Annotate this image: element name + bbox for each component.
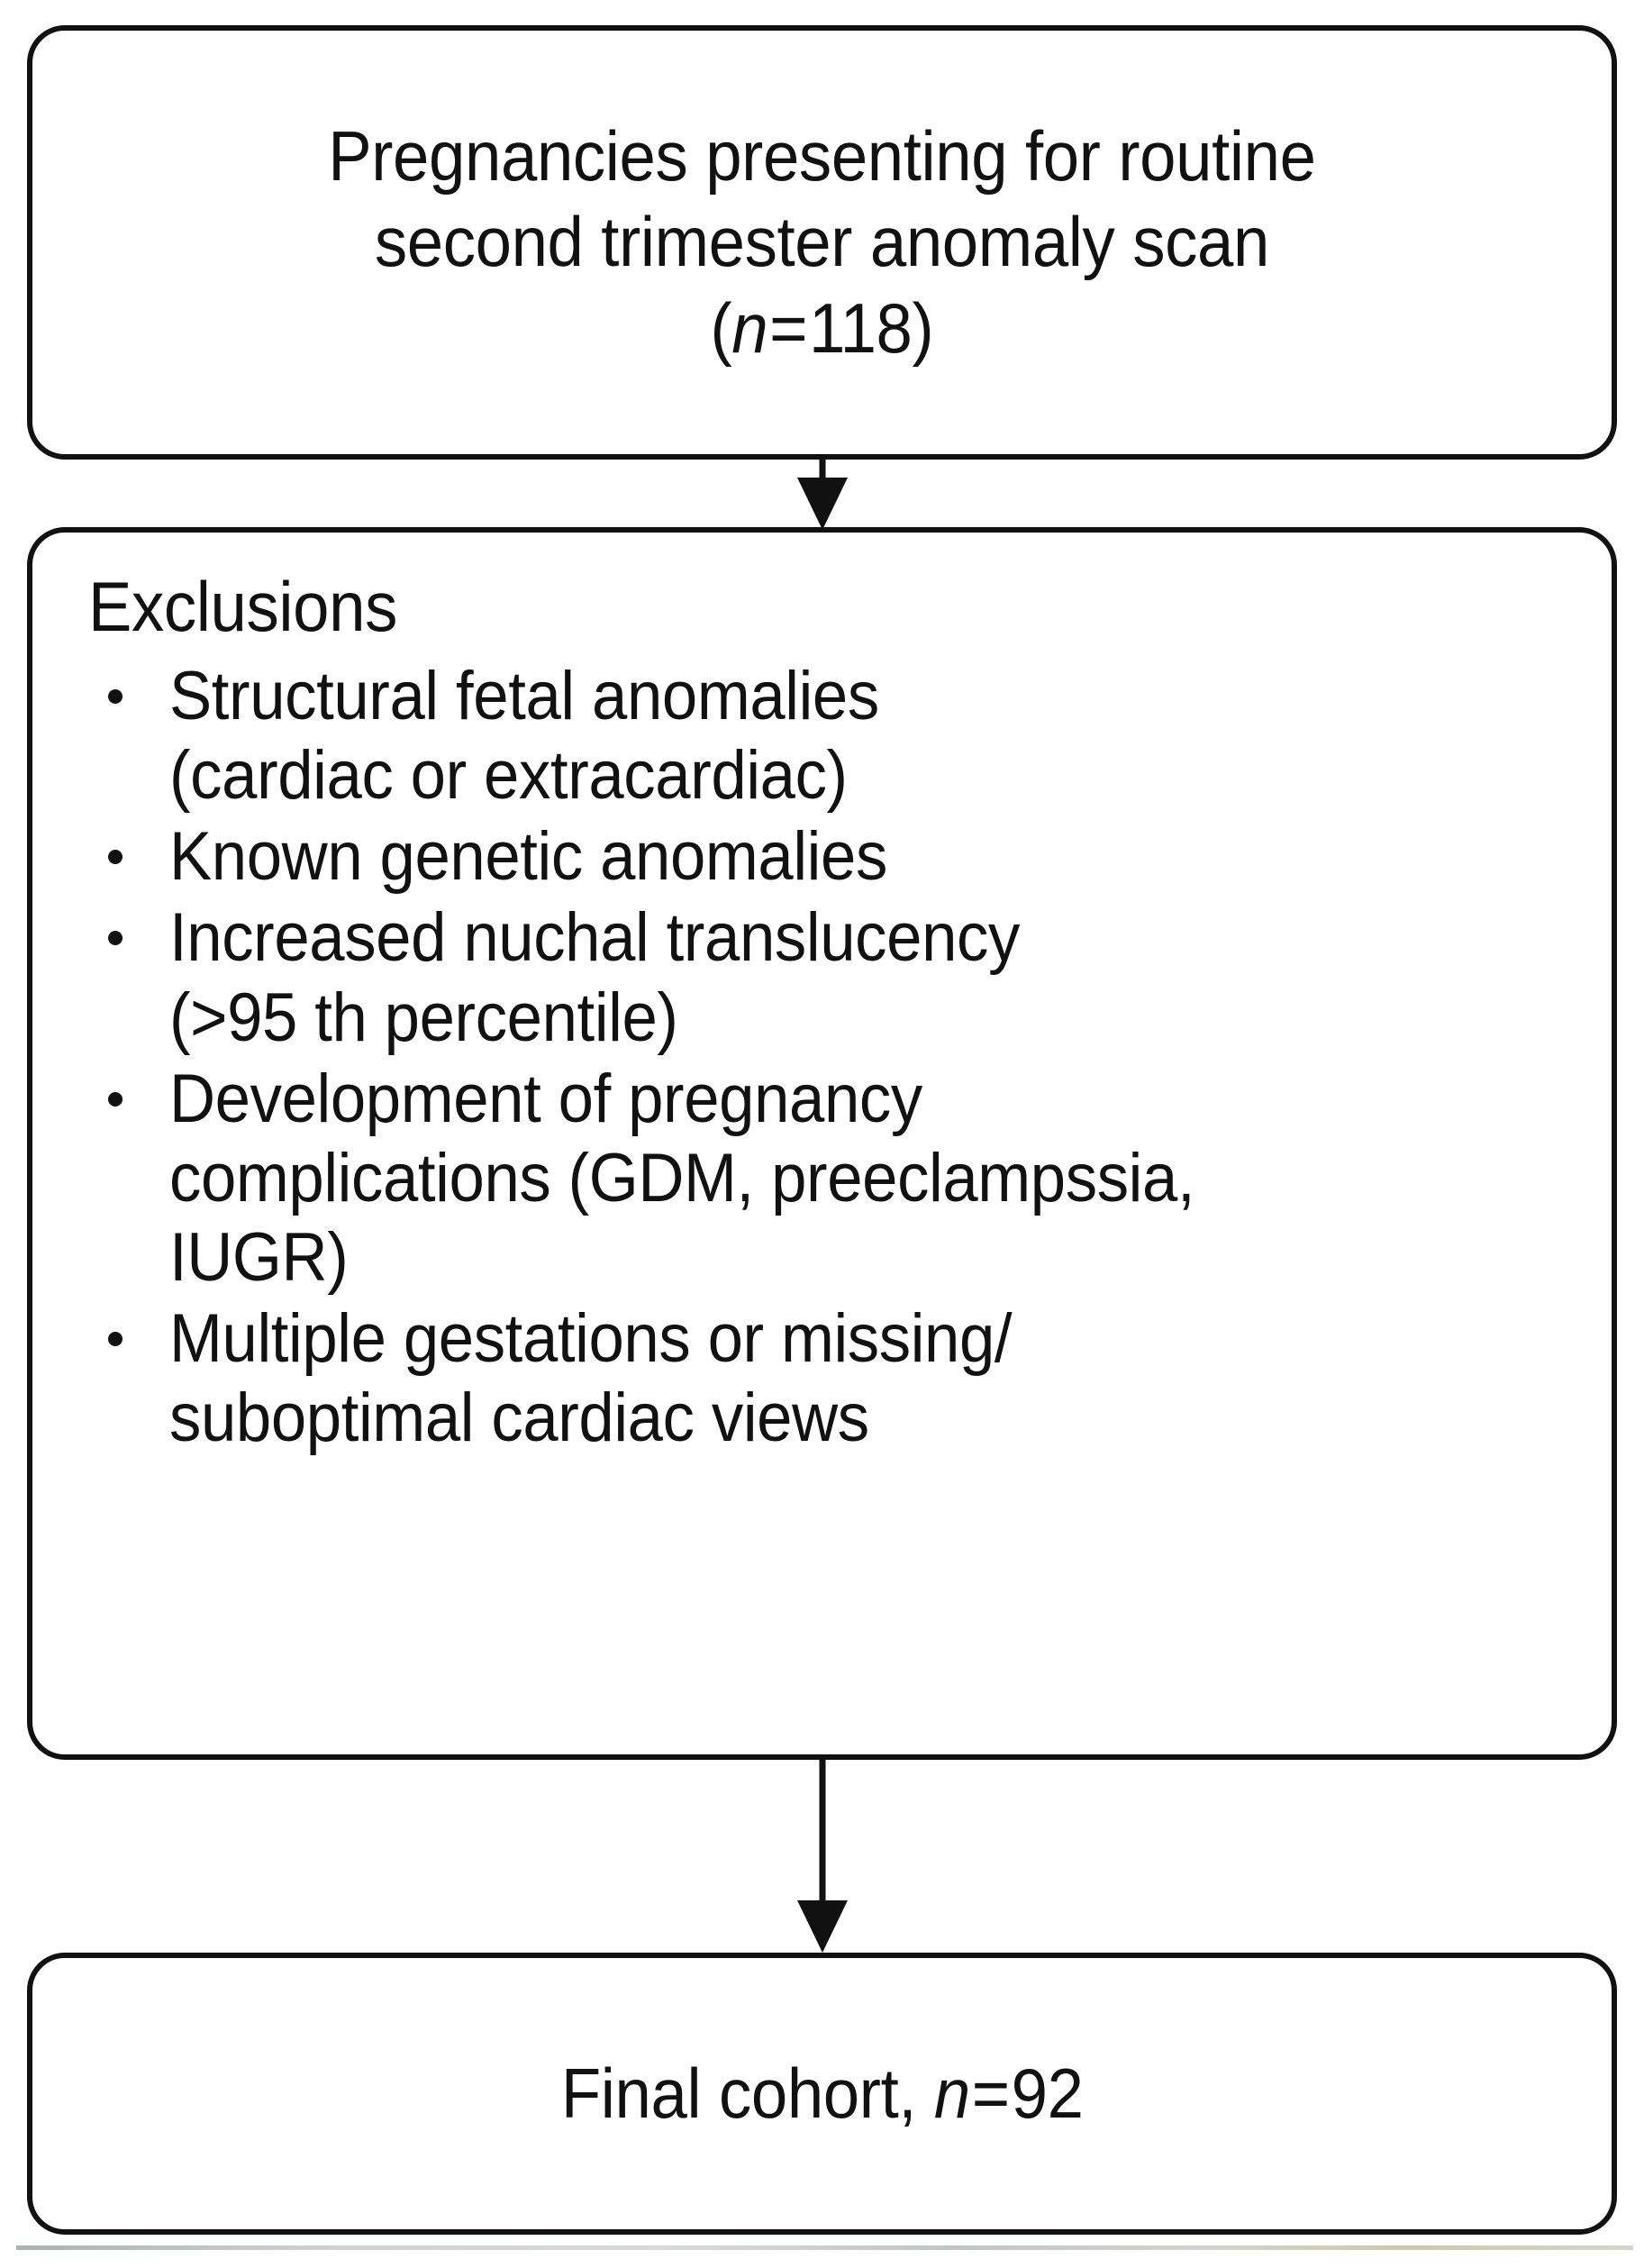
exclusion-item-line: Multiple gestations or missing/ (169, 1300, 1013, 1378)
exclusions-list: Structural fetal anomalies (cardiac or e… (88, 657, 1576, 1459)
exclusions-title: Exclusions (88, 567, 398, 646)
list-item: Development of pregnancy complications (… (88, 1060, 1576, 1298)
bottom-edge-artifact (16, 2245, 1633, 2250)
list-item: Multiple gestations or missing/ suboptim… (88, 1299, 1576, 1458)
bullet-dot-icon (108, 1091, 123, 1107)
exclusion-item-line: (>95 th percentile) (169, 979, 678, 1056)
final-cohort-text: Final cohort, n=92 (561, 2052, 1084, 2136)
list-item: Known genetic anomalies (88, 817, 1576, 897)
final-cohort-box: Final cohort, n=92 (27, 1953, 1617, 2235)
exclusion-item-line: complications (GDM, preeclampssia, (169, 1139, 1195, 1216)
source-cohort-count-value: 118 (809, 287, 913, 368)
exclusion-item-line: Development of pregnancy (169, 1060, 922, 1137)
exclusion-item-line: Known genetic anomalies (169, 818, 887, 896)
exclusion-item-line: IUGR) (169, 1218, 349, 1296)
equals-sign: = (769, 287, 808, 368)
exclusion-item-line: Structural fetal anomalies (169, 657, 879, 734)
source-cohort-text: Pregnancies presenting for routine secon… (328, 114, 1316, 371)
n-variable: n (933, 2053, 970, 2133)
exclusion-item-line: Increased nuchal translucency (169, 899, 1020, 977)
exclusion-item-line: suboptimal cardiac views (169, 1380, 869, 1457)
exclusion-item-line: (cardiac or extracardiac) (169, 737, 848, 815)
source-cohort-line-1: Pregnancies presenting for routine (328, 116, 1316, 196)
n-variable: n (731, 287, 768, 368)
final-cohort-prefix: Final cohort, (560, 2053, 917, 2133)
exclusions-box: Exclusions Structural fetal anomalies (c… (27, 527, 1617, 1760)
source-cohort-box: Pregnancies presenting for routine secon… (27, 25, 1617, 460)
bullet-dot-icon (108, 688, 123, 704)
bullet-dot-icon (108, 850, 123, 865)
final-cohort-count-value: 92 (1011, 2053, 1084, 2133)
bullet-dot-icon (108, 931, 123, 946)
paren-close: ) (912, 287, 934, 368)
source-cohort-count: (n=118) (328, 286, 1315, 371)
source-cohort-line-2: second trimester anomaly scan (374, 202, 1270, 282)
paren-open: ( (710, 287, 732, 368)
list-item: Increased nuchal translucency (>95 th pe… (88, 898, 1576, 1057)
equals-sign: = (971, 2053, 1010, 2133)
list-item: Structural fetal anomalies (cardiac or e… (88, 657, 1576, 815)
bullet-dot-icon (108, 1332, 123, 1347)
